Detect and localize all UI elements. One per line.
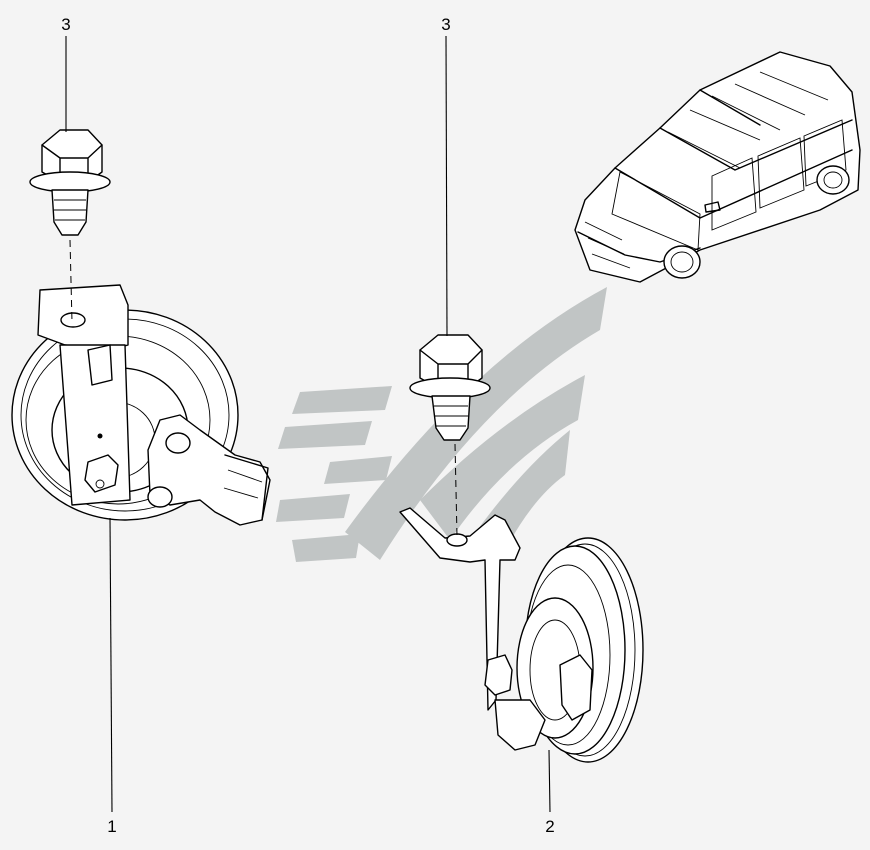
axis-left: [69, 239, 73, 323]
station-wagon-car-icon: [574, 51, 861, 283]
bolt-left: [29, 129, 111, 236]
horn-right-assembly: [399, 507, 644, 763]
leader-bolt-right: [445, 35, 448, 337]
horn-left-assembly: [11, 284, 271, 526]
callout-horn-right: 2: [545, 817, 554, 836]
leader-horn-left: [109, 517, 113, 813]
callout-bolt-left: 3: [61, 15, 70, 34]
axis-right: [454, 443, 458, 537]
bolt-right: [409, 334, 491, 441]
callout-bolt-right: 3: [441, 15, 450, 34]
callout-horn-left: 1: [107, 817, 116, 836]
leader-horn-right: [548, 749, 551, 813]
